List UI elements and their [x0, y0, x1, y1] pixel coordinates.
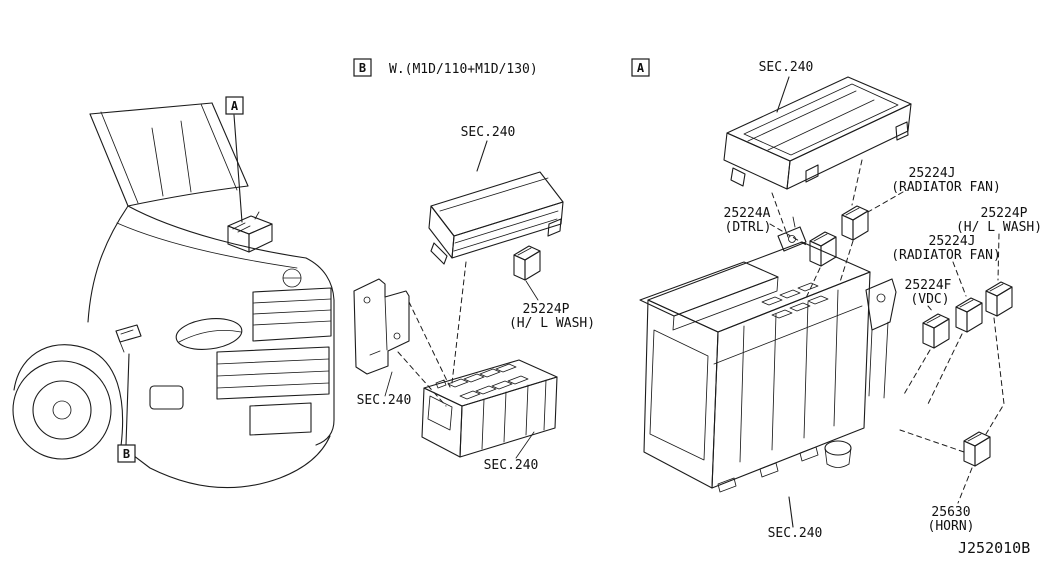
sec240-bracket-leader	[384, 371, 393, 397]
alignment-dash-cover-base	[451, 261, 467, 384]
relay-hl-wash-illustration-b	[513, 245, 541, 281]
alignment-dash-cover-1	[771, 192, 789, 238]
vdc-to-box	[902, 349, 931, 397]
section-b-title: W.(M1D/110+M1D/130)	[389, 62, 538, 77]
label-part-vdc: 25224F	[905, 278, 952, 293]
callout-b-leader-line	[125, 353, 130, 446]
label-part-dtrl: 25224A	[724, 206, 771, 221]
callout-b-marker: B	[117, 444, 136, 463]
label-sec240-cover-b: SEC.240	[461, 125, 516, 140]
label-part-dtrl-name: (DTRL)	[725, 220, 772, 235]
headlight	[175, 318, 243, 350]
label-part-radiator-fan-2-name: (RADIATOR FAN)	[891, 248, 1001, 263]
grille	[252, 268, 332, 342]
bumper	[149, 346, 330, 436]
label-part-hl-wash-b: 25224P	[523, 302, 570, 317]
label-part-radiator-fan-1-name: (RADIATOR FAN)	[891, 180, 1001, 195]
section-b-callout-marker: B	[353, 58, 372, 77]
dtrl-leader	[769, 223, 809, 247]
relay-radiator-fan-2-illustration	[955, 297, 983, 333]
fusebox-assembly-illustration	[639, 216, 897, 493]
label-sec240-cover-a: SEC.240	[759, 60, 814, 75]
relay-hl-wash-illustration-a	[985, 281, 1013, 317]
engine-bay-relay-box	[227, 211, 273, 253]
relay-hl-wash-leader-b	[525, 280, 539, 301]
section-b-callout-letter: B	[359, 61, 366, 75]
section-b-detail: B W.(M1D/110+M1D/130) SEC.240 25224P (H/…	[353, 58, 595, 473]
mounting-bracket-illustration	[353, 278, 410, 375]
relay-horn-illustration	[963, 431, 991, 467]
radiator-fan-2-to-box	[927, 333, 963, 405]
relay-dtrl-illustration	[809, 231, 837, 267]
fusebox-cover-illustration-b	[428, 171, 564, 265]
callout-a-letter: A	[231, 99, 239, 113]
label-sec240-bottom-a: SEC.240	[768, 526, 823, 541]
sec240-bottom-leader-a	[788, 496, 794, 528]
label-part-vdc-name: (VDC)	[910, 292, 949, 307]
label-part-hl-wash-a-name: (H/ L WASH)	[956, 220, 1042, 235]
horn-leader	[957, 467, 973, 504]
label-part-hl-wash-a: 25224P	[981, 206, 1028, 221]
label-part-radiator-fan-2: 25224J	[929, 234, 976, 249]
dtrl-to-box	[805, 267, 821, 299]
callout-b-letter: B	[123, 447, 130, 461]
figure-code: J252010B	[958, 539, 1030, 557]
label-part-horn-name: (HORN)	[928, 519, 975, 534]
callout-a-leader-line	[233, 114, 243, 223]
fusebox-cover-illustration-a	[723, 76, 912, 190]
callout-a-marker: A	[225, 96, 244, 115]
alignment-dash-bracket-2	[397, 351, 447, 407]
horn-to-box	[899, 429, 965, 453]
label-part-hl-wash-name-b: (H/ L WASH)	[509, 316, 595, 331]
sec240-base-leader-b	[515, 431, 535, 459]
hl-wash-to-horn	[985, 317, 1005, 435]
relay-radiator-fan-1-illustration	[841, 205, 869, 241]
label-sec240-base-b: SEC.240	[484, 458, 539, 473]
vdc-leader	[927, 305, 934, 313]
sec240-cover-leader-b	[476, 140, 488, 172]
radiator-fan-1-to-box	[839, 240, 854, 283]
section-a-callout-letter: A	[637, 61, 645, 75]
relay-vdc-illustration	[922, 313, 950, 349]
alignment-dash-bracket-1	[408, 301, 451, 388]
alignment-dash-cover-2	[851, 159, 863, 206]
section-a-detail: A SEC.240	[631, 58, 1042, 541]
radiator-fan-2-leader	[952, 261, 967, 297]
section-a-callout-marker: A	[631, 58, 650, 77]
label-part-horn: 25630	[931, 505, 970, 520]
label-sec240-bracket: SEC.240	[357, 393, 412, 408]
sec240-cover-leader-a	[776, 76, 790, 113]
vehicle-front-illustration: A B	[12, 96, 335, 489]
fusebox-base-illustration-b	[421, 359, 558, 458]
label-part-radiator-fan-1: 25224J	[909, 166, 956, 181]
radiator-fan-1-leader	[867, 191, 904, 213]
side-relay-location	[115, 324, 142, 353]
hl-wash-leader-a	[997, 233, 1000, 281]
